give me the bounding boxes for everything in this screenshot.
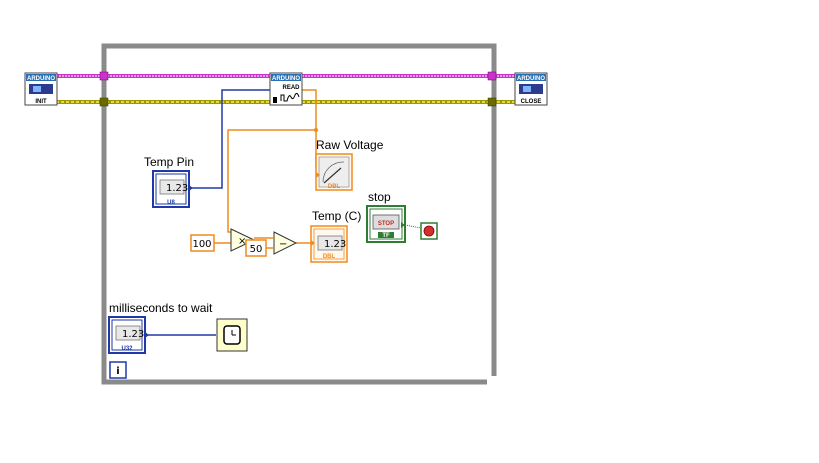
- wire-junction: [314, 128, 318, 132]
- close-caption: CLOSE: [521, 99, 542, 105]
- svg-text:U32: U32: [121, 346, 133, 352]
- wait-ms-node[interactable]: [216, 318, 248, 352]
- stop-button-control[interactable]: STOP TF: [366, 205, 406, 243]
- stop-label: stop: [368, 190, 391, 204]
- svg-text:i: i: [116, 366, 119, 377]
- constant-50[interactable]: 50: [245, 239, 267, 257]
- svg-text:100: 100: [192, 239, 211, 250]
- read-header: ARDUINO: [272, 76, 300, 82]
- error-tunnel-left: [99, 97, 109, 107]
- while-loop-frame: [101, 43, 501, 388]
- raw-voltage-indicator[interactable]: DBL: [315, 153, 353, 191]
- loop-condition-stop-icon[interactable]: [420, 222, 438, 240]
- ms-wait-label: milliseconds to wait: [109, 301, 213, 315]
- loop-iteration-terminal: i: [109, 361, 127, 379]
- svg-text:−: −: [279, 239, 287, 250]
- subtract-node[interactable]: −: [273, 231, 298, 255]
- svg-text:U8: U8: [167, 200, 175, 206]
- svg-text:×: ×: [238, 236, 246, 247]
- arduino-init-block[interactable]: ARDUINO INIT: [24, 72, 58, 106]
- meter-needle-icon: [323, 167, 342, 184]
- analog-wave-icon: [280, 92, 300, 102]
- init-header: ARDUINO: [27, 76, 55, 82]
- read-caption: READ: [282, 85, 300, 91]
- close-header: ARDUINO: [517, 76, 545, 82]
- ms-wait-control[interactable]: 1.23 U32: [108, 316, 149, 354]
- multiply-node[interactable]: ×: [230, 228, 256, 252]
- svg-text:50: 50: [250, 244, 263, 255]
- svg-text:1.23: 1.23: [122, 329, 144, 340]
- init-caption: INIT: [35, 99, 47, 105]
- arduino-close-block[interactable]: ARDUINO CLOSE: [514, 72, 548, 106]
- svg-text:1.23: 1.23: [166, 183, 188, 194]
- svg-text:TF: TF: [382, 233, 390, 239]
- temp-pin-wire: [192, 89, 272, 189]
- temp-c-label: Temp (C): [312, 209, 361, 223]
- svg-text:1.23: 1.23: [324, 239, 346, 250]
- refnum-tunnel-right: [487, 71, 497, 81]
- temp-c-indicator[interactable]: 1.23 DBL: [310, 225, 348, 263]
- stop-wire: [404, 224, 422, 229]
- error-tunnel-right: [487, 97, 497, 107]
- svg-text:DBL: DBL: [328, 184, 341, 190]
- arduino-read-block[interactable]: ARDUINO READ: [269, 72, 303, 106]
- svg-text:STOP: STOP: [378, 221, 394, 227]
- refnum-tunnel-left: [99, 71, 109, 81]
- raw-voltage-label: Raw Voltage: [316, 138, 384, 152]
- voltage-wire: [214, 89, 317, 249]
- temp-pin-control[interactable]: 1.23 U8: [152, 170, 193, 208]
- temp-pin-label: Temp Pin: [144, 155, 194, 169]
- svg-text:DBL: DBL: [323, 254, 336, 260]
- constant-100[interactable]: 100: [190, 234, 215, 252]
